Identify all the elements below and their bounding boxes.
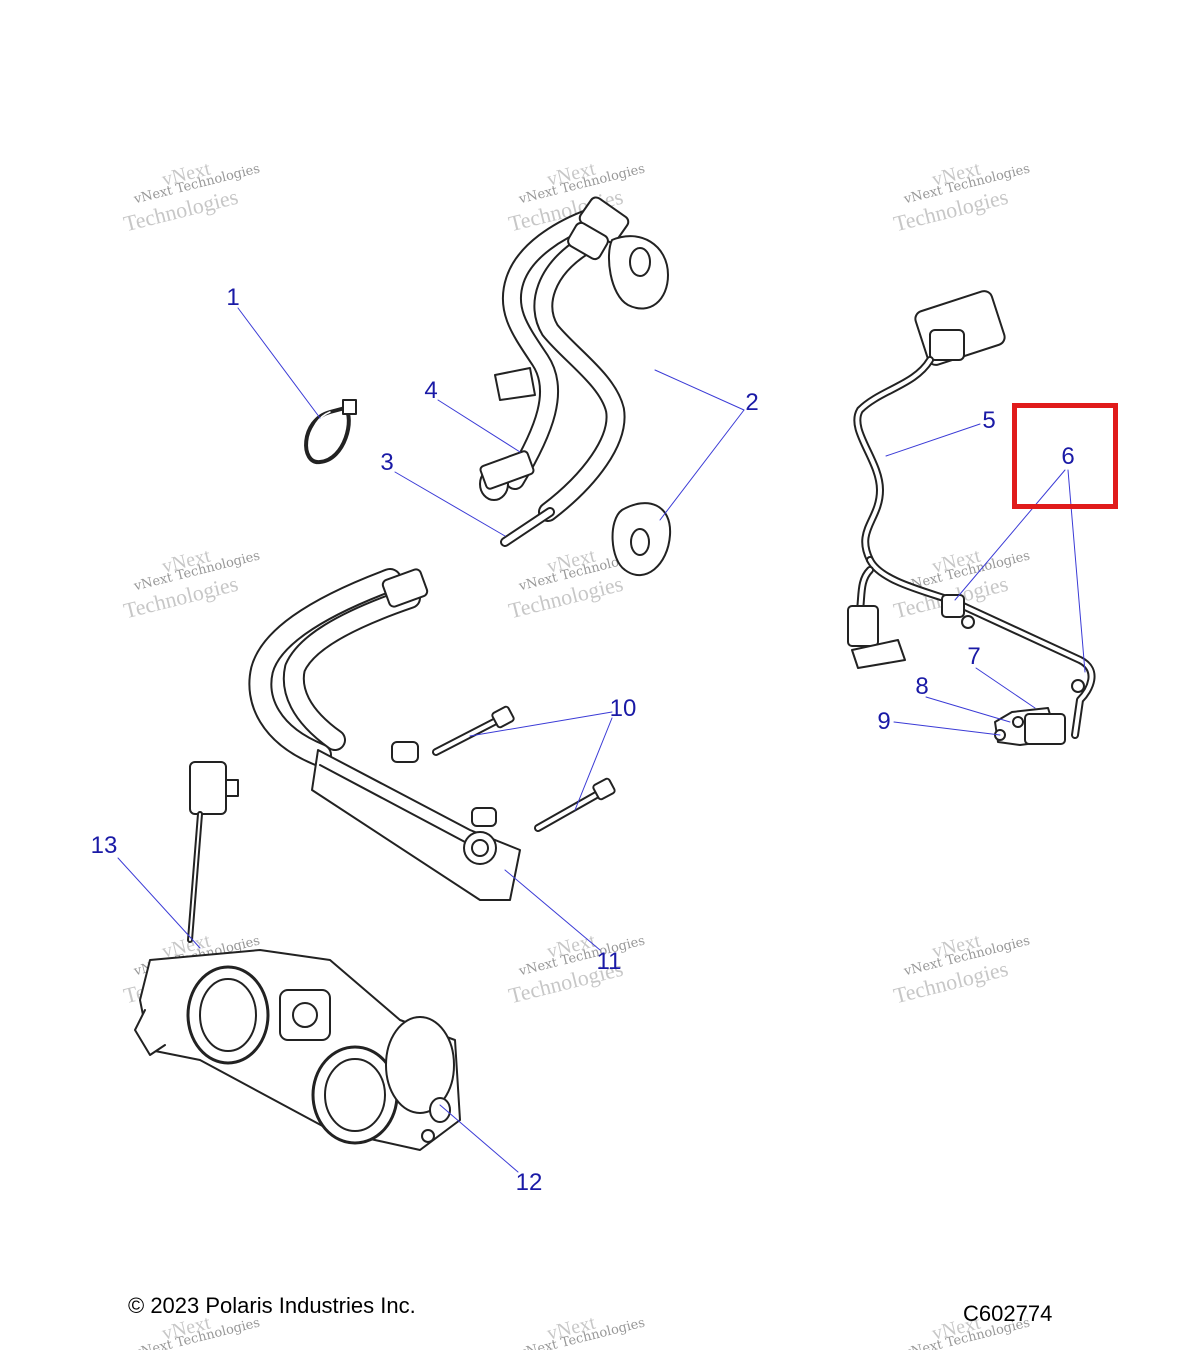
callout-1: 1 bbox=[226, 284, 240, 311]
callout-7: 7 bbox=[967, 643, 981, 670]
callout-8: 8 bbox=[915, 673, 929, 700]
part-grommet bbox=[608, 235, 672, 576]
figure-id: C602774 bbox=[963, 1301, 1053, 1326]
callout-12: 12 bbox=[515, 1169, 543, 1196]
callout-6: 6 bbox=[1061, 443, 1075, 470]
part-bolt bbox=[432, 705, 616, 832]
part-injector bbox=[994, 707, 1066, 746]
callout-2: 2 bbox=[745, 389, 759, 416]
callout-10: 10 bbox=[609, 695, 637, 722]
part-fuel-hose-upper bbox=[479, 196, 630, 547]
callout-9: 9 bbox=[877, 708, 891, 735]
part-sensor bbox=[187, 761, 239, 943]
leader-lines bbox=[117, 307, 1086, 1173]
callout-13: 13 bbox=[90, 832, 118, 859]
part-fuel-rail bbox=[248, 568, 521, 901]
callout-4: 4 bbox=[424, 377, 438, 404]
part-injector-harness bbox=[847, 290, 1096, 739]
copyright-text: © 2023 Polaris Industries Inc. bbox=[128, 1293, 416, 1318]
part-cable-tie bbox=[304, 399, 357, 465]
part-throttle-body bbox=[134, 949, 461, 1151]
callout-11: 11 bbox=[596, 948, 622, 975]
callout-3: 3 bbox=[380, 449, 394, 476]
callout-5: 5 bbox=[982, 407, 996, 434]
highlight-box bbox=[1012, 403, 1118, 509]
